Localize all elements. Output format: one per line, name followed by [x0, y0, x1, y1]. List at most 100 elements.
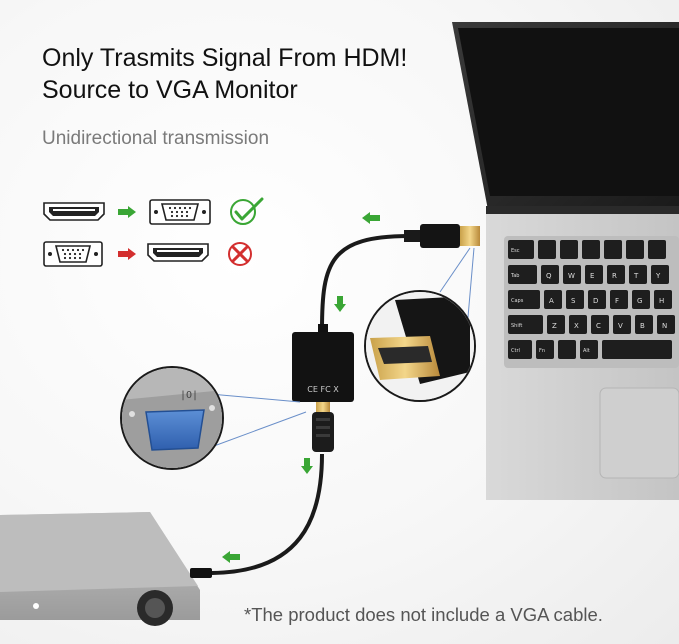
keyboard-key-label: Caps	[511, 298, 524, 304]
footnote: *The product does not include a VGA cabl…	[244, 604, 603, 625]
legend-row-hdmi-to-vga	[43, 197, 264, 225]
keyboard-key	[563, 265, 581, 284]
keyboard-key	[635, 315, 653, 334]
keyboard-key	[508, 240, 534, 259]
callout-line	[209, 393, 301, 403]
keyboard-key-label: Ctrl	[511, 348, 520, 354]
keyboard-key	[585, 265, 603, 284]
vga-plug	[312, 412, 334, 452]
cables	[211, 234, 411, 575]
keyboard-key	[544, 290, 562, 309]
keyboard-key	[654, 290, 672, 309]
arrow-down-icon	[334, 296, 346, 312]
headline-line-1: Only Trasmits Signal From HDM!	[42, 44, 408, 72]
arrow-left-icon	[362, 212, 380, 224]
keyboard-key	[657, 315, 675, 334]
keyboard-key	[566, 290, 584, 309]
cross-icon	[228, 242, 252, 266]
hdmi-cable	[320, 234, 411, 331]
flow-arrows	[222, 212, 380, 563]
keyboard-key	[508, 340, 532, 359]
keyboard-key-label: A	[549, 297, 554, 305]
keyboard-key	[560, 240, 578, 259]
subtitle: Unidirectional transmission	[42, 128, 270, 149]
keyboard-key-label: S	[571, 297, 576, 305]
keyboard-key	[604, 240, 622, 259]
keyboard-key-label: H	[659, 297, 664, 305]
vga-zoom-callout: |O|	[120, 366, 307, 470]
keyboard-key-label: N	[662, 322, 667, 330]
callout-line	[439, 247, 471, 293]
keyboard-key	[538, 240, 556, 259]
projector-vga-input	[190, 568, 212, 578]
keyboard-key	[613, 315, 631, 334]
hdmi-port-icon	[43, 202, 105, 221]
keyboard-key	[558, 340, 576, 359]
keyboard-key	[569, 315, 587, 334]
keyboard-key	[582, 240, 600, 259]
keyboard-key	[626, 240, 644, 259]
vga-port-icon	[43, 241, 103, 267]
keyboard-key	[632, 290, 650, 309]
check-icon	[230, 197, 264, 225]
keyboard-key	[588, 290, 606, 309]
keyboard-key	[580, 340, 598, 359]
projector	[0, 512, 212, 626]
keyboard-key-label: X	[574, 322, 579, 330]
vga-port-icon	[149, 199, 211, 225]
arrow-right-icon	[118, 206, 136, 218]
hdmi-zoom-callout	[364, 247, 476, 402]
keyboard-key-label: T	[633, 272, 639, 280]
projector-lens-inner	[145, 598, 165, 618]
hdmi-port-icon	[147, 243, 209, 262]
keyboard-key-label: D	[593, 297, 598, 305]
adapter-body	[292, 332, 354, 402]
keyboard-key-label: Y	[655, 272, 661, 280]
projector-top	[0, 512, 198, 592]
keyboard-key	[541, 265, 559, 284]
keyboard-key-label: C	[596, 322, 601, 330]
arrow-down-icon	[301, 458, 313, 474]
keyboard-key	[648, 240, 666, 259]
keyboard-key	[629, 265, 647, 284]
keyboard-key-label: V	[618, 322, 623, 330]
arrow-left-icon	[222, 551, 240, 563]
keyboard-key	[591, 315, 609, 334]
keyboard-key	[508, 290, 540, 309]
keyboard-key-label: F	[615, 297, 619, 305]
arrow-right-icon	[118, 248, 136, 260]
keyboard-key	[536, 340, 554, 359]
keyboard-key-label: Shift	[511, 323, 522, 329]
keyboard-key	[651, 265, 669, 284]
keyboard-key-label: Z	[552, 322, 557, 330]
headline: Only Trasmits Signal From HDM! Source to…	[42, 42, 407, 106]
keyboard-key	[607, 265, 625, 284]
adapter-marks: CE FC X	[307, 385, 339, 394]
keyboard-key	[508, 265, 537, 284]
touchpad	[599, 387, 679, 479]
keyboard-key-label: R	[612, 272, 617, 280]
keyboard-key	[610, 290, 628, 309]
keyboard-key	[602, 340, 672, 359]
laptop-hinge	[486, 206, 679, 214]
vga-cable	[211, 453, 324, 575]
keyboard-key-label: W	[568, 272, 575, 280]
callout-line	[213, 411, 307, 447]
headline-line-2: Source to VGA Monitor	[42, 76, 298, 104]
keyboard-key-label: G	[637, 297, 642, 305]
keyboard-key-label: Q	[546, 272, 552, 280]
keyboard-key	[547, 315, 565, 334]
keyboard-key-label: E	[590, 272, 594, 280]
keyboard-key-label: Tab	[510, 273, 519, 279]
projector-led	[33, 603, 39, 609]
keyboard-key-label: Esc	[511, 248, 520, 254]
hdmi-plug	[404, 224, 480, 248]
adapter: CE FC X	[292, 324, 354, 452]
keyboard-key-label: Alt	[583, 348, 590, 354]
legend-row-vga-to-hdmi	[43, 241, 252, 267]
keyboard-key-label: B	[640, 322, 645, 330]
laptop-screen	[458, 28, 679, 196]
